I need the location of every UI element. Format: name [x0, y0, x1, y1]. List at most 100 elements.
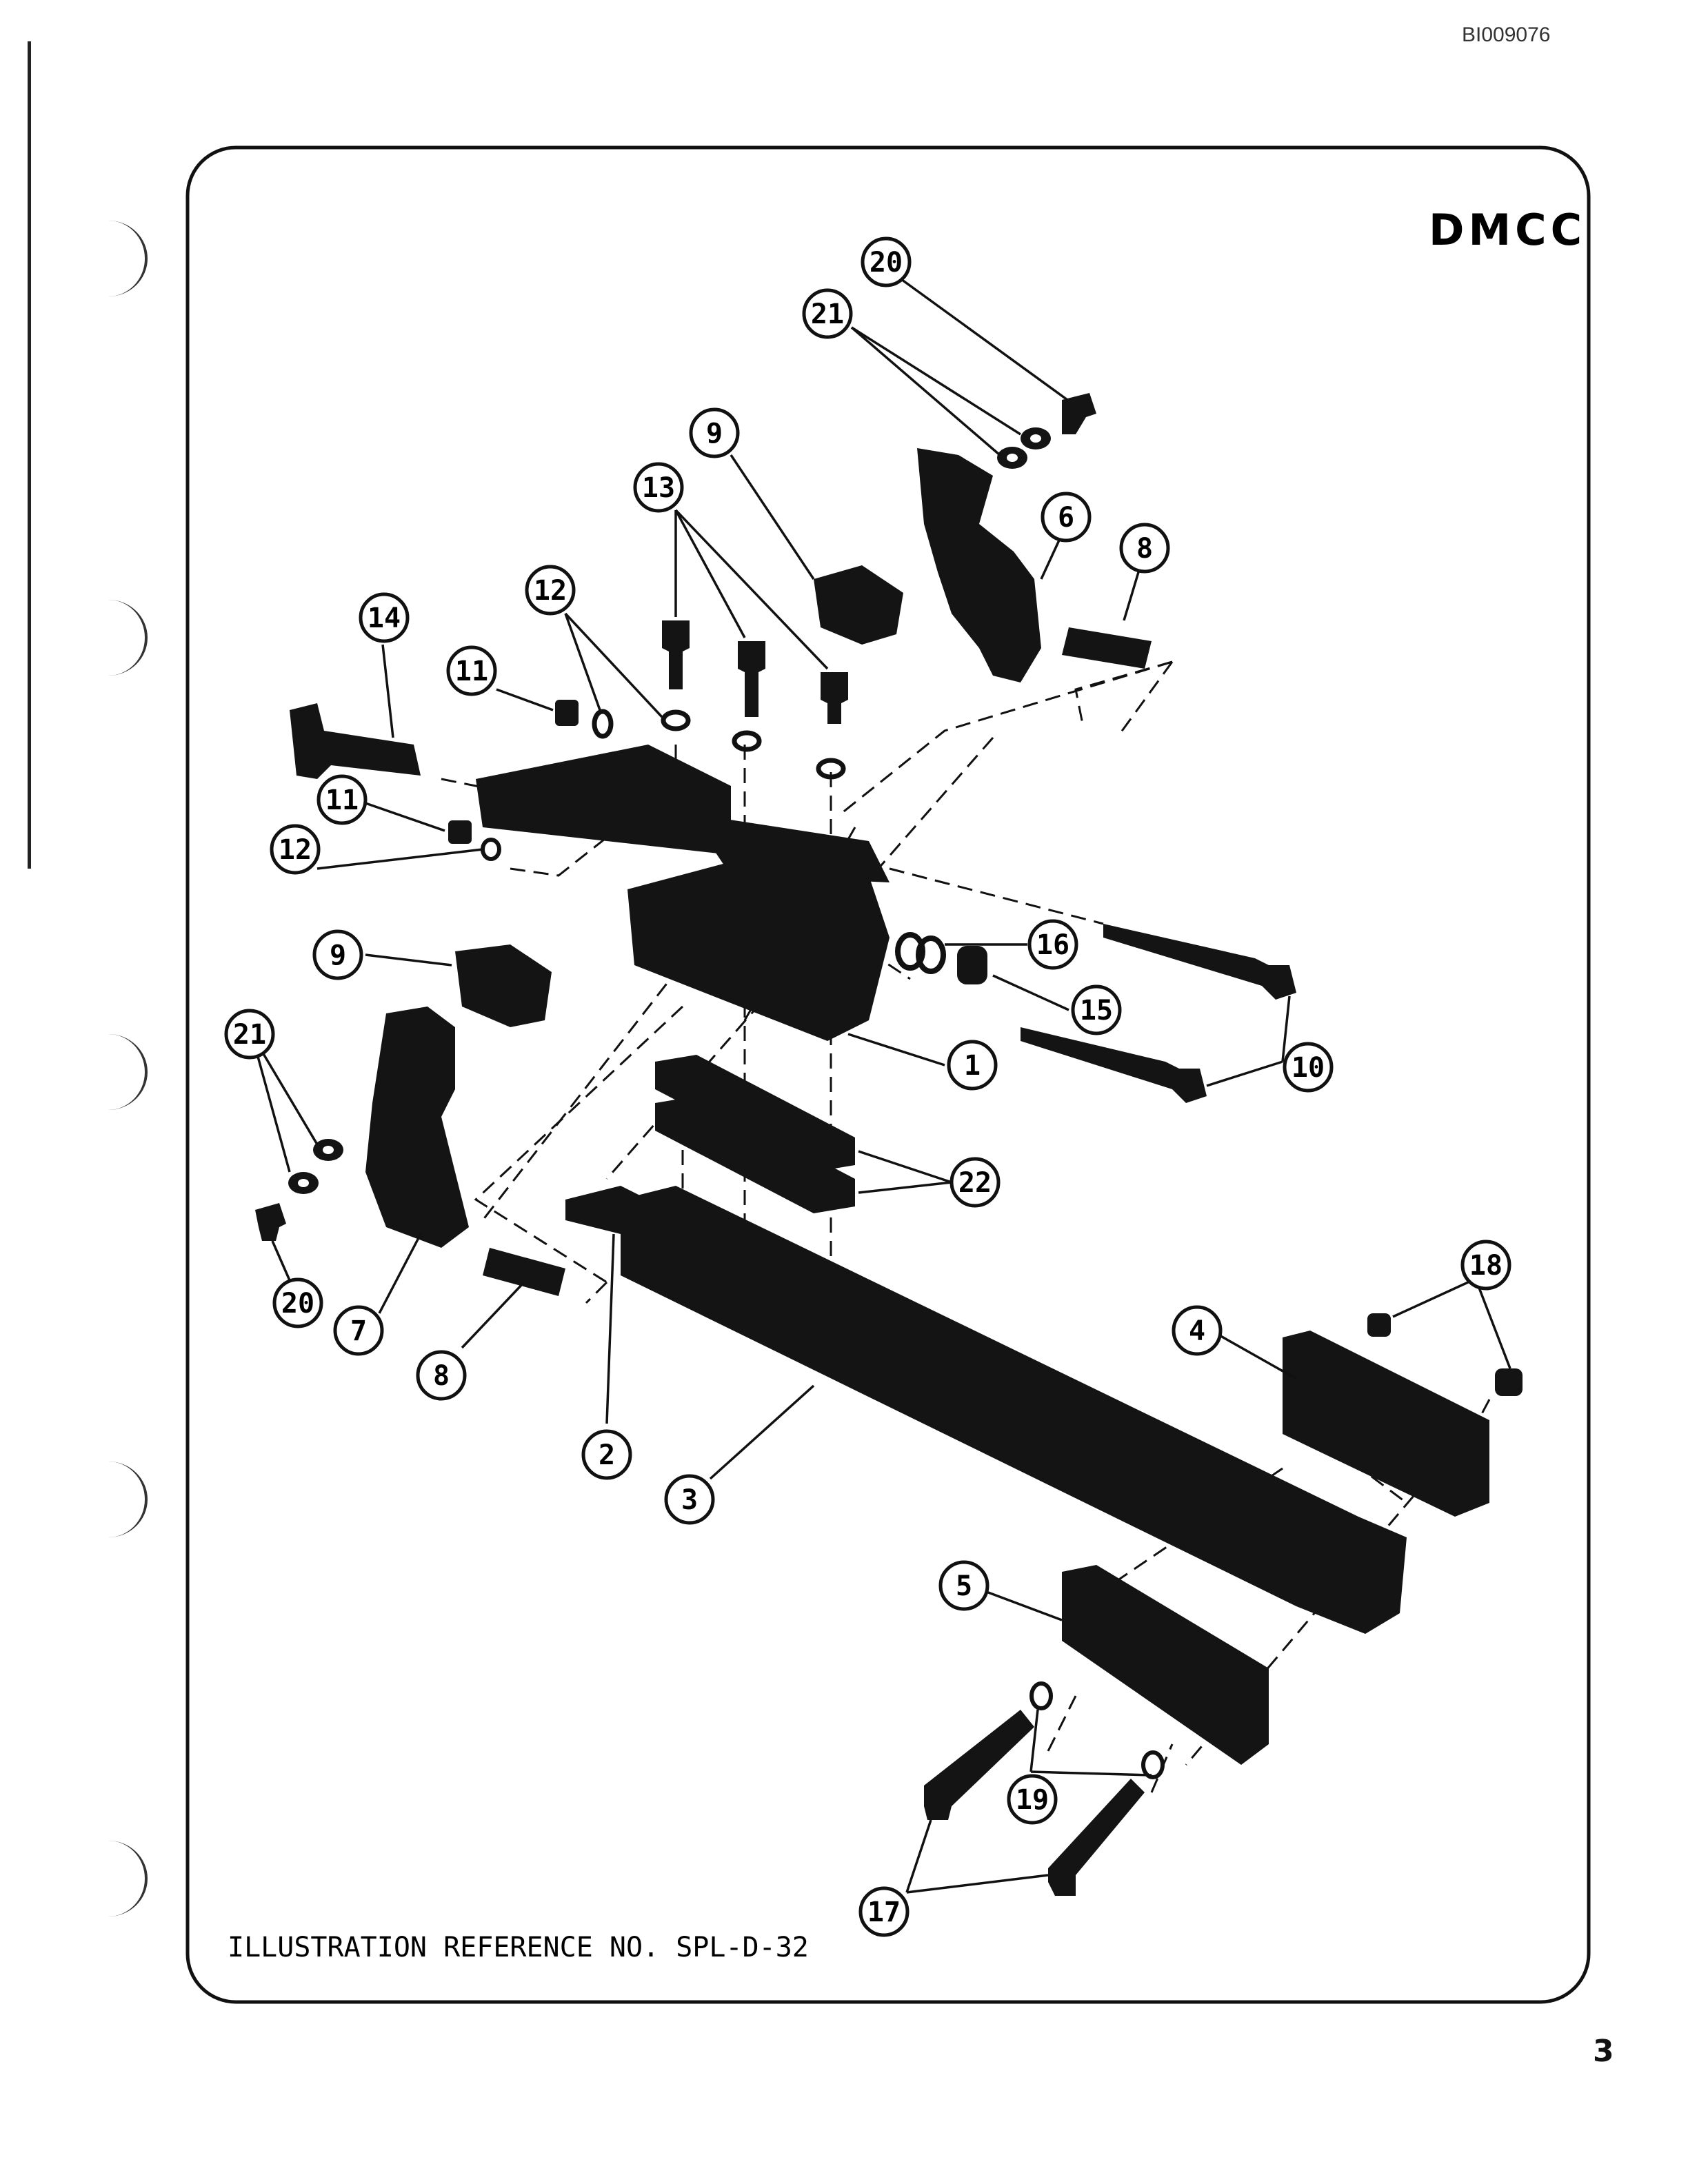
part-9-bushing-lower	[455, 944, 552, 1027]
part-6-clamp-jaw-right	[917, 448, 1041, 682]
part-8-pin-lower	[483, 1248, 565, 1296]
part-12-washer-c	[816, 758, 846, 780]
part-12-washer-a	[661, 709, 691, 731]
part-11-nut-lower	[448, 820, 472, 844]
callout-balloon: 4	[1172, 1305, 1223, 1356]
part-5-end-block-lower	[1062, 1565, 1269, 1765]
callout-balloon: 15	[1071, 984, 1122, 1035]
part-13-screw-b	[738, 641, 765, 717]
part-7-clamp-jaw-left	[365, 1007, 469, 1248]
svg-text:12: 12	[534, 575, 567, 607]
svg-text:5: 5	[956, 1570, 972, 1602]
svg-text:6: 6	[1058, 502, 1074, 534]
part-19-washer-b	[1141, 1750, 1165, 1779]
part-10-long-bolt-upper	[1103, 924, 1296, 1000]
part-13-screw-c	[821, 672, 848, 724]
svg-text:17: 17	[867, 1897, 901, 1928]
part-9-bushing-upper	[814, 565, 903, 645]
part-18-nut-b	[1495, 1368, 1523, 1396]
svg-text:22: 22	[958, 1167, 992, 1199]
svg-text:1: 1	[964, 1050, 981, 1082]
callout-balloon: 18	[1460, 1240, 1511, 1291]
binder-hole	[69, 221, 148, 296]
callout-balloon: 16	[1027, 919, 1078, 970]
svg-text:4: 4	[1189, 1315, 1205, 1347]
callout-balloon: 21	[802, 288, 853, 339]
illustration-reference: ILLUSTRATION REFERENCE NO. SPL-D-32	[228, 1932, 809, 1963]
binder-hole	[69, 600, 148, 676]
part-1-carriage-top	[690, 813, 890, 882]
callout-balloon: 9	[689, 407, 740, 458]
callout-balloon: 19	[1007, 1774, 1058, 1825]
svg-text:9: 9	[330, 940, 346, 971]
part-14-bolt	[290, 703, 421, 779]
binder-hole	[69, 1034, 148, 1110]
part-12-washer-b	[732, 730, 762, 752]
part-14-feed-rack	[476, 745, 731, 855]
callout-balloon: 20	[861, 236, 912, 287]
callout-balloon: 6	[1041, 492, 1092, 543]
part-16-spring-washer	[916, 936, 946, 974]
svg-text:10: 10	[1292, 1052, 1325, 1084]
svg-text:8: 8	[433, 1360, 450, 1392]
callout-balloon: 11	[446, 645, 497, 696]
callout-balloon: 14	[359, 592, 410, 643]
part-11-nut-upper	[555, 700, 579, 726]
svg-text:9: 9	[706, 418, 723, 449]
svg-text:11: 11	[455, 656, 488, 687]
callout-balloon: 12	[270, 824, 321, 875]
page-number: 3	[1593, 2034, 1614, 2069]
callout-balloon: 7	[333, 1305, 384, 1356]
callout-balloon: 9	[312, 929, 363, 980]
callout-balloon: 22	[950, 1157, 1001, 1208]
callout-balloon: 11	[316, 774, 368, 825]
svg-text:2: 2	[599, 1439, 615, 1471]
part-17-bolt-lower	[1048, 1779, 1145, 1896]
part-12-washer-d	[592, 709, 614, 739]
svg-text:7: 7	[350, 1315, 367, 1347]
svg-text:21: 21	[811, 299, 844, 330]
part-1-carriage-body	[627, 862, 890, 1041]
part-4-end-block-upper	[1283, 1331, 1489, 1517]
callout-balloon: 21	[224, 1009, 275, 1060]
svg-text:20: 20	[281, 1288, 314, 1320]
callout-balloon: 12	[525, 565, 576, 616]
callout-balloon: 17	[858, 1886, 910, 1937]
svg-text:21: 21	[233, 1019, 266, 1051]
svg-text:15: 15	[1080, 995, 1113, 1027]
part-22-plate-lower	[655, 1096, 855, 1213]
svg-text:11: 11	[325, 785, 359, 816]
callout-balloon: 13	[633, 462, 684, 513]
callout-balloon: 8	[1119, 523, 1170, 574]
callout-balloon: 20	[272, 1277, 323, 1328]
callout-balloon: 8	[416, 1350, 467, 1401]
manufacturer-mark: DMCC	[1429, 205, 1586, 255]
svg-text:19: 19	[1016, 1784, 1049, 1816]
part-8-pin-upper	[1062, 627, 1152, 669]
svg-text:13: 13	[642, 472, 675, 504]
illustration-frame	[185, 145, 1591, 2004]
binder-hole	[69, 1462, 148, 1537]
callout-balloon: 3	[664, 1474, 715, 1525]
callout-balloon: 5	[938, 1560, 989, 1611]
parts	[255, 393, 1523, 1896]
part-13-screw-a	[662, 620, 690, 689]
callout-balloon: 10	[1283, 1042, 1334, 1093]
part-20-screw-lower	[255, 1203, 286, 1241]
svg-text:14: 14	[368, 603, 401, 634]
part-12-washer-e	[481, 838, 501, 861]
svg-text:12: 12	[279, 834, 312, 866]
binder-edge-line	[28, 41, 31, 869]
part-10-long-bolt-lower	[1021, 1027, 1207, 1103]
svg-text:8: 8	[1136, 533, 1153, 565]
part-20-screw-upper	[1062, 393, 1096, 434]
part-15-nut	[957, 946, 987, 984]
binder-hole	[69, 1841, 148, 1917]
svg-text:18: 18	[1469, 1250, 1503, 1282]
callout-balloon: 1	[947, 1040, 998, 1091]
part-19-washer-a	[1029, 1681, 1053, 1710]
part-17-bolt-upper	[924, 1710, 1034, 1820]
callout-balloon: 2	[581, 1429, 632, 1480]
svg-text:20: 20	[870, 247, 903, 279]
part-22-plate-upper	[655, 1055, 855, 1172]
